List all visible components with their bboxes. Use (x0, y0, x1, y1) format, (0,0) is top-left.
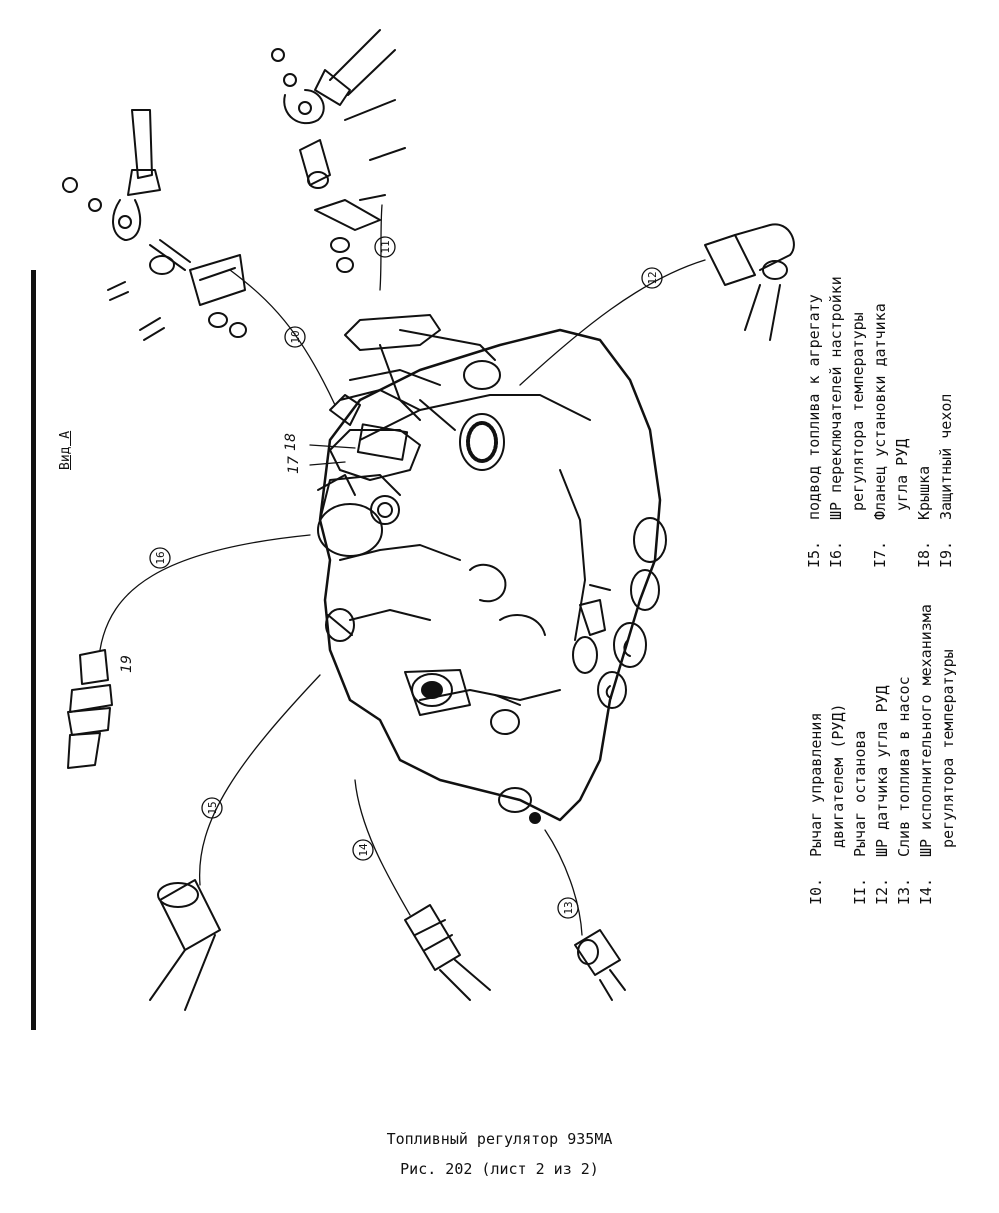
callout-12-circle (641, 267, 663, 289)
figure-sheet: Рис. 202 (лист 2 из 2) (400, 1160, 599, 1178)
protective-boot-19 (67, 649, 113, 769)
callout-10-label: 10 (289, 330, 302, 343)
callout-16-label: 16 (154, 551, 167, 564)
legend-right: I5.подвод топлива к агрегату I6.ШР перек… (803, 8, 957, 568)
connector-12 (704, 223, 795, 341)
leader-lines (99, 204, 706, 936)
callout-10-circle (284, 326, 306, 348)
callout-13-circle (557, 897, 579, 919)
legend-item-18: I8.Крышка (915, 465, 933, 568)
rod-end-10 (62, 109, 247, 341)
connector-13 (574, 929, 626, 1001)
figure-title: Топливный регулятор 935МА (386, 1130, 613, 1148)
legend-item-16: I6.ШР переключателей настройки регулятор… (827, 276, 867, 568)
callout-15-label: 15 (206, 801, 219, 814)
connector-14 (404, 904, 491, 1001)
callout-14-circle (352, 839, 374, 861)
legend-item-19: I9.Защитный чехол (937, 393, 955, 568)
legend-item-15: I5.подвод топлива к агрегату (805, 294, 823, 568)
callout-16-circle (149, 547, 171, 569)
callout-13-label: 13 (562, 901, 575, 914)
callout-11-label: 11 (379, 240, 392, 253)
callout-18-label: 18 (283, 433, 299, 451)
control-lever-assembly (329, 314, 501, 431)
callout-14-label: 14 (357, 843, 370, 857)
callout-19-label: 19 (119, 655, 135, 673)
legend-item-17: I7.Фланец установки датчика угла РУД (871, 303, 911, 568)
regulator-body (318, 328, 667, 824)
vertical-rule (31, 270, 36, 1030)
rud-sensor-flange (317, 423, 421, 557)
rod-end-11 (271, 29, 406, 273)
callout-circles (149, 236, 663, 919)
fitting-15 (149, 879, 221, 1011)
center-connector (404, 669, 471, 716)
callout-15-circle (201, 797, 223, 819)
callout-11-circle (374, 236, 396, 258)
callout-17-label: 17 (286, 456, 302, 474)
callout-12-label: 12 (646, 271, 659, 284)
gear-ring (459, 413, 505, 471)
